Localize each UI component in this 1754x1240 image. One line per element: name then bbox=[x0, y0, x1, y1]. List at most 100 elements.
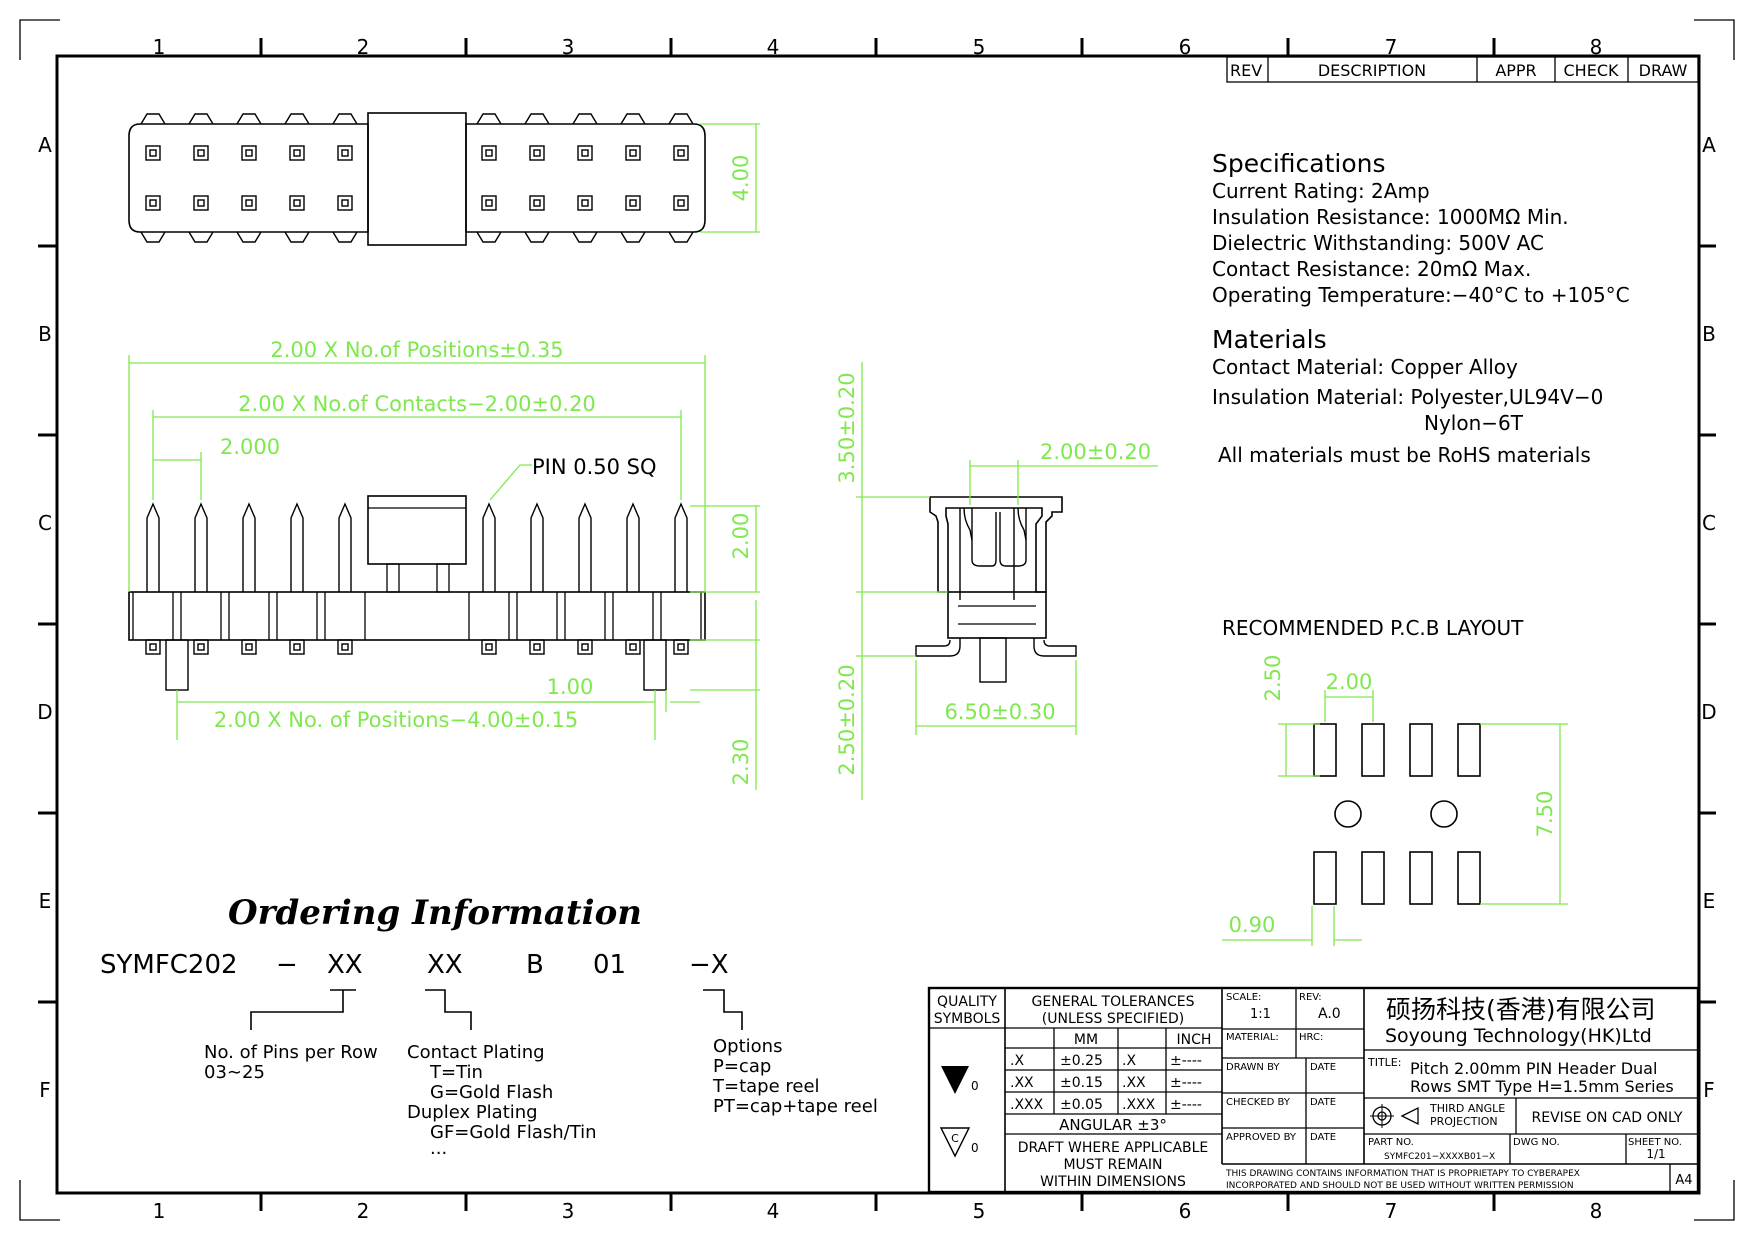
general-tol-label: GENERAL TOLERANCES bbox=[1032, 994, 1195, 1010]
part-option-code: −X bbox=[689, 950, 729, 980]
top-pin-core bbox=[629, 149, 637, 157]
pcb-pad-len-dim: 2.50 bbox=[1261, 655, 1285, 702]
front-pin bbox=[482, 502, 496, 592]
top-pin-square bbox=[529, 195, 545, 211]
material-line: All materials must be RoHS materials bbox=[1218, 443, 1591, 467]
pcb-span-dim: 7.50 bbox=[1533, 791, 1557, 838]
front-dims: 2.00 X No.of Positions±0.35 2.00 X No.of… bbox=[128, 338, 760, 790]
top-tooth bbox=[332, 113, 358, 125]
zone-column-number: 3 bbox=[562, 35, 575, 59]
scale-value: 1:1 bbox=[1250, 1007, 1271, 1022]
title-label: TITLE: bbox=[1367, 1056, 1401, 1069]
material-line: Contact Material: Copper Alloy bbox=[1212, 355, 1518, 379]
front-pin-foot-core bbox=[581, 643, 589, 651]
top-tooth bbox=[572, 113, 598, 125]
top-pin-square bbox=[145, 145, 161, 161]
top-tooth bbox=[668, 113, 694, 125]
spec-line: Insulation Resistance: 1000MΩ Min. bbox=[1212, 205, 1569, 229]
zone-column-number: 1 bbox=[153, 1199, 166, 1223]
top-pin-core bbox=[197, 149, 205, 157]
front-pin bbox=[578, 502, 592, 592]
top-pin-core bbox=[581, 199, 589, 207]
front-pin-foot bbox=[337, 639, 353, 655]
drawing-title: Rows SMT Type H=1.5mm Series bbox=[1410, 1077, 1674, 1096]
front-pin-foot bbox=[577, 639, 593, 655]
inch-header: INCH bbox=[1177, 1032, 1212, 1048]
materials-heading: Materials bbox=[1212, 325, 1327, 354]
front-pin-foot bbox=[193, 639, 209, 655]
material-line: Nylon−6T bbox=[1424, 411, 1524, 435]
zone-column-number: 5 bbox=[973, 35, 986, 59]
front-pin bbox=[674, 502, 688, 592]
part-prefix: SYMFC202 bbox=[100, 950, 238, 980]
top-pin-core bbox=[677, 149, 685, 157]
front-pin-foot-core bbox=[245, 643, 253, 651]
top-pin-square bbox=[481, 195, 497, 211]
top-pin-core bbox=[485, 199, 493, 207]
top-pin-core bbox=[485, 149, 493, 157]
pcb-hole bbox=[1334, 800, 1362, 828]
top-pin-square bbox=[193, 145, 209, 161]
pcb-pad bbox=[1313, 723, 1337, 777]
spec-line: Current Rating: 2Amp bbox=[1212, 179, 1430, 203]
draft-note: DRAFT WHERE APPLICABLE bbox=[1018, 1140, 1209, 1156]
top-tooth bbox=[236, 231, 262, 243]
tolerance-rows: .X±0.25.X±----.XX±0.15.XX±----.XXX±0.05.… bbox=[1010, 1053, 1202, 1113]
specifications-heading: Specifications bbox=[1212, 149, 1386, 178]
zone-row-letter: D bbox=[1701, 700, 1716, 724]
top-tooth bbox=[332, 231, 358, 243]
front-pin bbox=[146, 502, 160, 592]
material-line: Insulation Material: Polyester,UL94V−0 bbox=[1212, 385, 1603, 409]
third-angle-projection-icon bbox=[1370, 1104, 1419, 1128]
part-dash: − bbox=[276, 950, 298, 980]
check-header: CHECK bbox=[1564, 61, 1619, 80]
top-pin-core bbox=[629, 199, 637, 207]
specifications-block: Specifications Current Rating: 2Amp Insu… bbox=[1212, 149, 1630, 467]
material-label: MATERIAL: bbox=[1226, 1032, 1279, 1043]
top-pin-core bbox=[245, 199, 253, 207]
top-pin-square bbox=[673, 145, 689, 161]
pcb-title: RECOMMENDED P.C.B LAYOUT bbox=[1222, 616, 1524, 640]
zone-row-letter: F bbox=[1703, 1078, 1715, 1102]
finish-c-label: C bbox=[951, 1132, 959, 1145]
front-pin bbox=[626, 502, 640, 592]
tolerance-cell: ±0.25 bbox=[1060, 1053, 1103, 1069]
company-name-cn: 硕扬科技(香港)有限公司 bbox=[1386, 995, 1656, 1024]
front-pin-foot bbox=[241, 639, 257, 655]
top-pin-core bbox=[293, 199, 301, 207]
rev-value: A.0 bbox=[1318, 1006, 1341, 1022]
top-tooth bbox=[524, 113, 550, 125]
draft-note: MUST REMAIN bbox=[1063, 1157, 1162, 1173]
zone-column-number: 6 bbox=[1179, 35, 1192, 59]
tolerance-cell: ±0.15 bbox=[1060, 1075, 1103, 1091]
top-tooth bbox=[476, 231, 502, 243]
tolerance-cell: ±---- bbox=[1170, 1075, 1202, 1091]
date-label: DATE bbox=[1310, 1132, 1336, 1143]
front-pin-foot-core bbox=[293, 643, 301, 651]
part-no-value: SYMFC201−XXXXB01−X bbox=[1384, 1152, 1495, 1162]
front-view bbox=[128, 495, 706, 691]
plating-option: T=Tin bbox=[429, 1062, 483, 1083]
part-pins-code: XX bbox=[327, 950, 363, 980]
front-pin-foot-core bbox=[533, 643, 541, 651]
top-pin-square bbox=[241, 195, 257, 211]
top-pin-square bbox=[625, 145, 641, 161]
peg-spacing-dim: 2.00 X No. of Positions−4.00±0.15 bbox=[214, 708, 578, 732]
zone-column-number: 5 bbox=[973, 1199, 986, 1223]
zone-row-letter: F bbox=[39, 1078, 51, 1102]
draw-header: DRAW bbox=[1639, 61, 1688, 80]
zone-column-number: 4 bbox=[767, 1199, 780, 1223]
draft-note: WITHIN DIMENSIONS bbox=[1040, 1174, 1186, 1190]
tolerance-cell: .XXX bbox=[1010, 1097, 1044, 1113]
ordering-title: Ordering Information bbox=[228, 893, 642, 933]
zone-column-number: 8 bbox=[1590, 1199, 1603, 1223]
options-label: Options bbox=[713, 1036, 782, 1057]
plating-option: Duplex Plating bbox=[407, 1102, 538, 1123]
part-no-label: PART NO. bbox=[1368, 1137, 1414, 1148]
front-pin-foot bbox=[625, 639, 641, 655]
front-pin-foot bbox=[289, 639, 305, 655]
top-pin-core bbox=[341, 199, 349, 207]
front-pin bbox=[530, 502, 544, 592]
top-pin-square bbox=[577, 145, 593, 161]
